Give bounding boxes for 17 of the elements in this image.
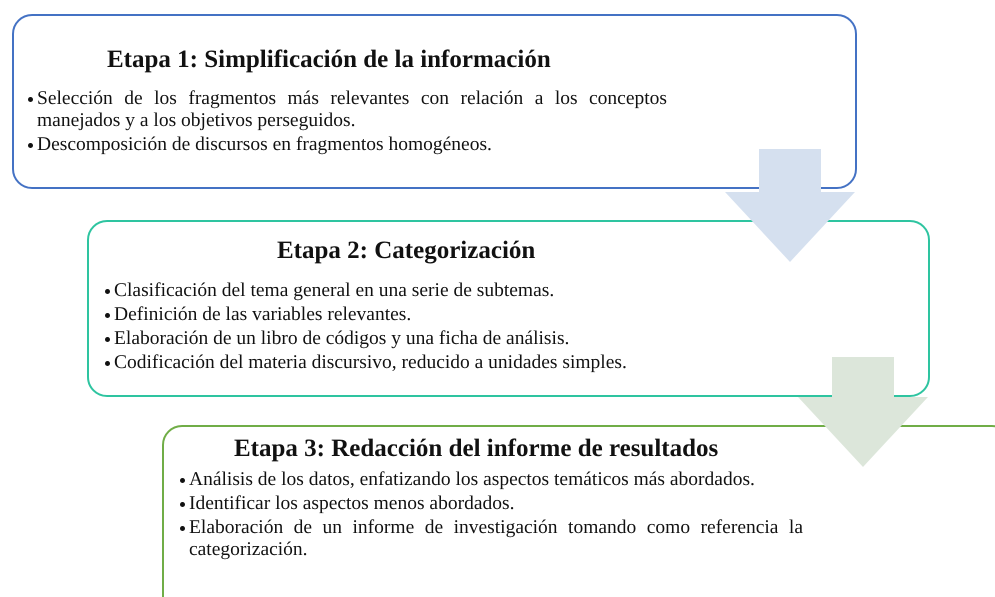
stage-heading: Etapa 3: Redacción del informe de resultados	[234, 435, 718, 463]
block-arrow	[798, 357, 928, 467]
block-arrow	[725, 149, 855, 262]
bullet-text: Definición de las variables relevantes.	[114, 304, 412, 325]
stage-box	[162, 425, 995, 597]
stage-box	[12, 14, 857, 189]
bullet-text: Descomposición de discursos en fragmentos homogéneos.	[37, 134, 492, 155]
bullet-text: Elaboración de un informe de investigación tomando como referencia la categorización.	[189, 517, 803, 560]
stage-box	[87, 220, 930, 397]
bullet-text: Selección de los fragmentos más relevantes con relación a los conceptos manejados y a los objetivos perseguidos.	[37, 88, 667, 131]
bullet-text: Codificación del materia discursivo, reducido a unidades simples.	[114, 352, 627, 373]
bullet-text: Clasificación del tema general en una serie de subtemas.	[114, 280, 554, 301]
bullet-text: Análisis de los datos, enfatizando los aspectos temáticos más abordados.	[189, 469, 755, 490]
stage-heading: Etapa 1: Simplificación de la información	[107, 46, 551, 74]
bullet-text: Elaboración de un libro de códigos y una ficha de análisis.	[114, 328, 570, 349]
bullet-text: Identificar los aspectos menos abordados.	[189, 493, 514, 514]
stage-heading: Etapa 2: Categorización	[277, 237, 536, 265]
